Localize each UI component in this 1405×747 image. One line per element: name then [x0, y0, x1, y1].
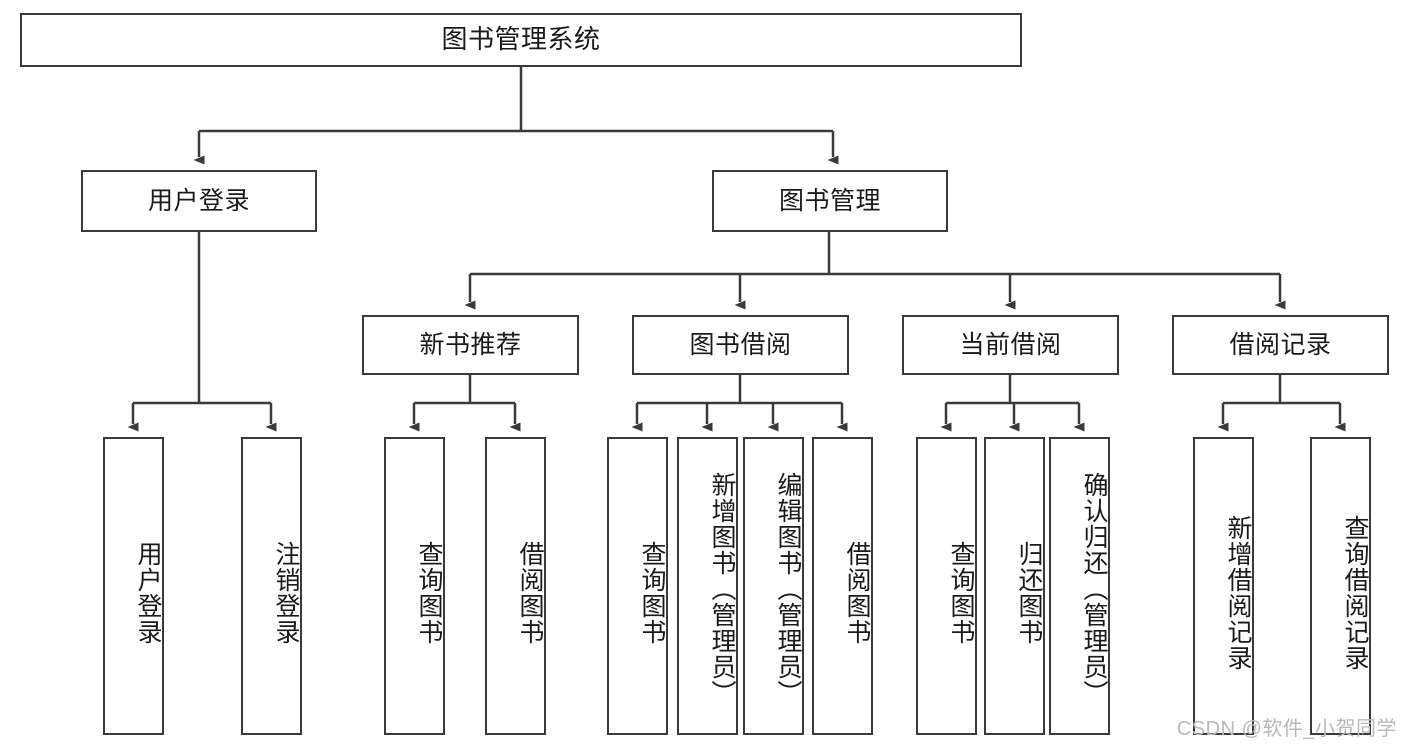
node-book-management[interactable]: 图书管理	[712, 170, 948, 232]
leaf-book-borrow-edit-book-admin[interactable]: 编辑图书（管理员）	[743, 437, 804, 735]
node-book-borrow[interactable]: 图书借阅	[632, 315, 849, 375]
node-current-borrow[interactable]: 当前借阅	[902, 315, 1119, 375]
leaf-new-book-borrow-book[interactable]: 借阅图书	[485, 437, 546, 735]
leaf-book-borrow-borrow-book[interactable]: 借阅图书	[812, 437, 873, 735]
leaf-borrow-record-query-record[interactable]: 查询借阅记录	[1310, 437, 1371, 735]
leaf-user-login-login[interactable]: 用户登录	[103, 437, 164, 735]
leaf-current-borrow-return-book[interactable]: 归还图书	[984, 437, 1045, 735]
node-root-book-management-system[interactable]: 图书管理系统	[20, 13, 1022, 67]
watermark-text: CSDN @软件_小贺同学	[1176, 718, 1397, 740]
leaf-current-borrow-confirm-return-admin[interactable]: 确认归还（管理员）	[1049, 437, 1110, 735]
node-user-login[interactable]: 用户登录	[81, 170, 317, 232]
leaf-new-book-query-book[interactable]: 查询图书	[384, 437, 445, 735]
leaf-book-borrow-query-book[interactable]: 查询图书	[607, 437, 668, 735]
node-borrow-record[interactable]: 借阅记录	[1172, 315, 1389, 375]
leaf-user-login-logout[interactable]: 注销登录	[241, 437, 302, 735]
leaf-book-borrow-add-book-admin[interactable]: 新增图书（管理员）	[677, 437, 738, 735]
leaf-borrow-record-add-record[interactable]: 新增借阅记录	[1193, 437, 1254, 735]
leaf-current-borrow-query-book[interactable]: 查询图书	[916, 437, 977, 735]
node-new-book-recommend[interactable]: 新书推荐	[362, 315, 579, 375]
